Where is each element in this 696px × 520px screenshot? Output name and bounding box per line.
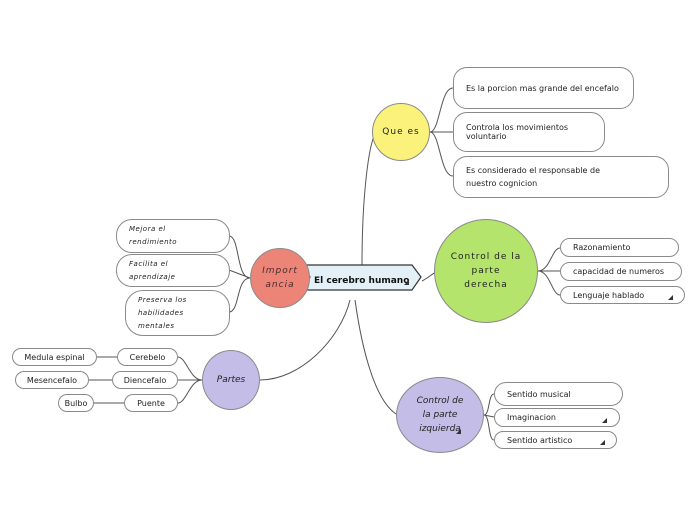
subitem-partes-3-label: Bulbo xyxy=(64,398,88,408)
bubble-control-derecha[interactable]: Control de la parte derecha xyxy=(434,219,538,323)
item-partes-1[interactable]: Cerebelo xyxy=(117,348,178,366)
expand-icon[interactable] xyxy=(404,280,409,285)
item-partes-2[interactable]: Diencefalo xyxy=(112,371,178,389)
subitem-partes-3[interactable]: Bulbo xyxy=(58,394,94,412)
link-partes-subitems xyxy=(89,356,124,404)
item-derecha-2[interactable]: capacidad de numeros xyxy=(560,262,682,281)
item-partes-3[interactable]: Puente xyxy=(124,394,178,412)
item-que-es-2[interactable]: Controla los movimientos voluntario xyxy=(453,112,605,152)
central-topic[interactable]: El cerebro humano xyxy=(300,264,422,301)
item-partes-3-label: Puente xyxy=(137,398,165,408)
item-partes-1-label: Cerebelo xyxy=(129,352,166,362)
item-derecha-1[interactable]: Razonamiento xyxy=(560,238,679,257)
item-importancia-2-label: Facilita el aprendizaje xyxy=(129,259,176,281)
link-importancia-items xyxy=(228,235,251,313)
expand-icon[interactable] xyxy=(600,440,605,445)
item-importancia-2[interactable]: Facilita el aprendizaje xyxy=(116,254,230,287)
expand-icon[interactable] xyxy=(668,295,673,300)
subitem-partes-1-label: Medula espinal xyxy=(24,352,85,362)
item-izquierda-2[interactable]: Imaginacion xyxy=(494,408,620,427)
item-derecha-1-label: Razonamiento xyxy=(573,243,631,252)
link-center-izquierda xyxy=(354,299,397,415)
bubble-control-izquierda-label: Control de la parte izquierda xyxy=(416,396,464,434)
bubble-control-derecha-label: Control de la parte derecha xyxy=(450,252,522,290)
item-importancia-3-label: Preserva los habilidades mentales xyxy=(138,295,187,330)
bubble-que-es[interactable]: Que es xyxy=(372,103,430,161)
bubble-que-es-label: Que es xyxy=(382,127,420,137)
item-izquierda-3[interactable]: Sentido artistico xyxy=(494,431,617,449)
bubble-importancia-label: Importancia xyxy=(262,266,298,290)
subitem-partes-2-label: Mesencefalo xyxy=(26,375,78,385)
link-center-que-es xyxy=(361,131,377,266)
item-importancia-3[interactable]: Preserva los habilidades mentales xyxy=(125,290,230,336)
item-derecha-3-label: Lenguaje hablado xyxy=(573,290,645,300)
item-que-es-1-label: Es la porcion mas grande del encefalo xyxy=(466,83,619,93)
link-derecha-items xyxy=(537,247,561,296)
link-center-partes xyxy=(259,299,351,381)
item-que-es-3-label: Es considerado el responsable de nuestro… xyxy=(466,166,600,188)
item-que-es-1[interactable]: Es la porcion mas grande del encefalo xyxy=(453,67,634,109)
bubble-partes[interactable]: Partes xyxy=(202,350,260,410)
item-izquierda-2-label: Imaginacion xyxy=(507,413,556,422)
item-que-es-2-label: Controla los movimientos voluntario xyxy=(466,123,569,141)
central-topic-label: El cerebro humano xyxy=(314,276,410,286)
expand-icon[interactable] xyxy=(602,418,607,423)
subitem-partes-2[interactable]: Mesencefalo xyxy=(15,371,89,389)
item-que-es-3[interactable]: Es considerado el responsable de nuestro… xyxy=(453,156,669,198)
item-izquierda-3-label: Sentido artistico xyxy=(507,435,573,445)
link-partes-items xyxy=(177,356,203,404)
item-derecha-2-label: capacidad de numeros xyxy=(573,267,665,276)
item-importancia-1-label: Mejora el rendimiento xyxy=(129,225,178,246)
item-izquierda-1[interactable]: Sentido musical xyxy=(494,382,623,406)
link-que-es-items xyxy=(429,87,454,177)
central-topic-shape xyxy=(300,264,422,291)
bubble-partes-label: Partes xyxy=(216,375,246,385)
subitem-partes-1[interactable]: Medula espinal xyxy=(12,348,97,366)
item-izquierda-1-label: Sentido musical xyxy=(507,389,571,399)
bubble-importancia[interactable]: Importancia xyxy=(250,248,310,308)
link-izquierda-items xyxy=(483,393,495,441)
expand-icon[interactable] xyxy=(456,429,461,434)
bubble-control-izquierda[interactable]: Control de la parte izquierda xyxy=(396,377,484,453)
item-partes-2-label: Diencefalo xyxy=(123,375,167,385)
item-derecha-3[interactable]: Lenguaje hablado xyxy=(560,286,685,304)
item-importancia-1[interactable]: Mejora el rendimiento xyxy=(116,219,230,253)
